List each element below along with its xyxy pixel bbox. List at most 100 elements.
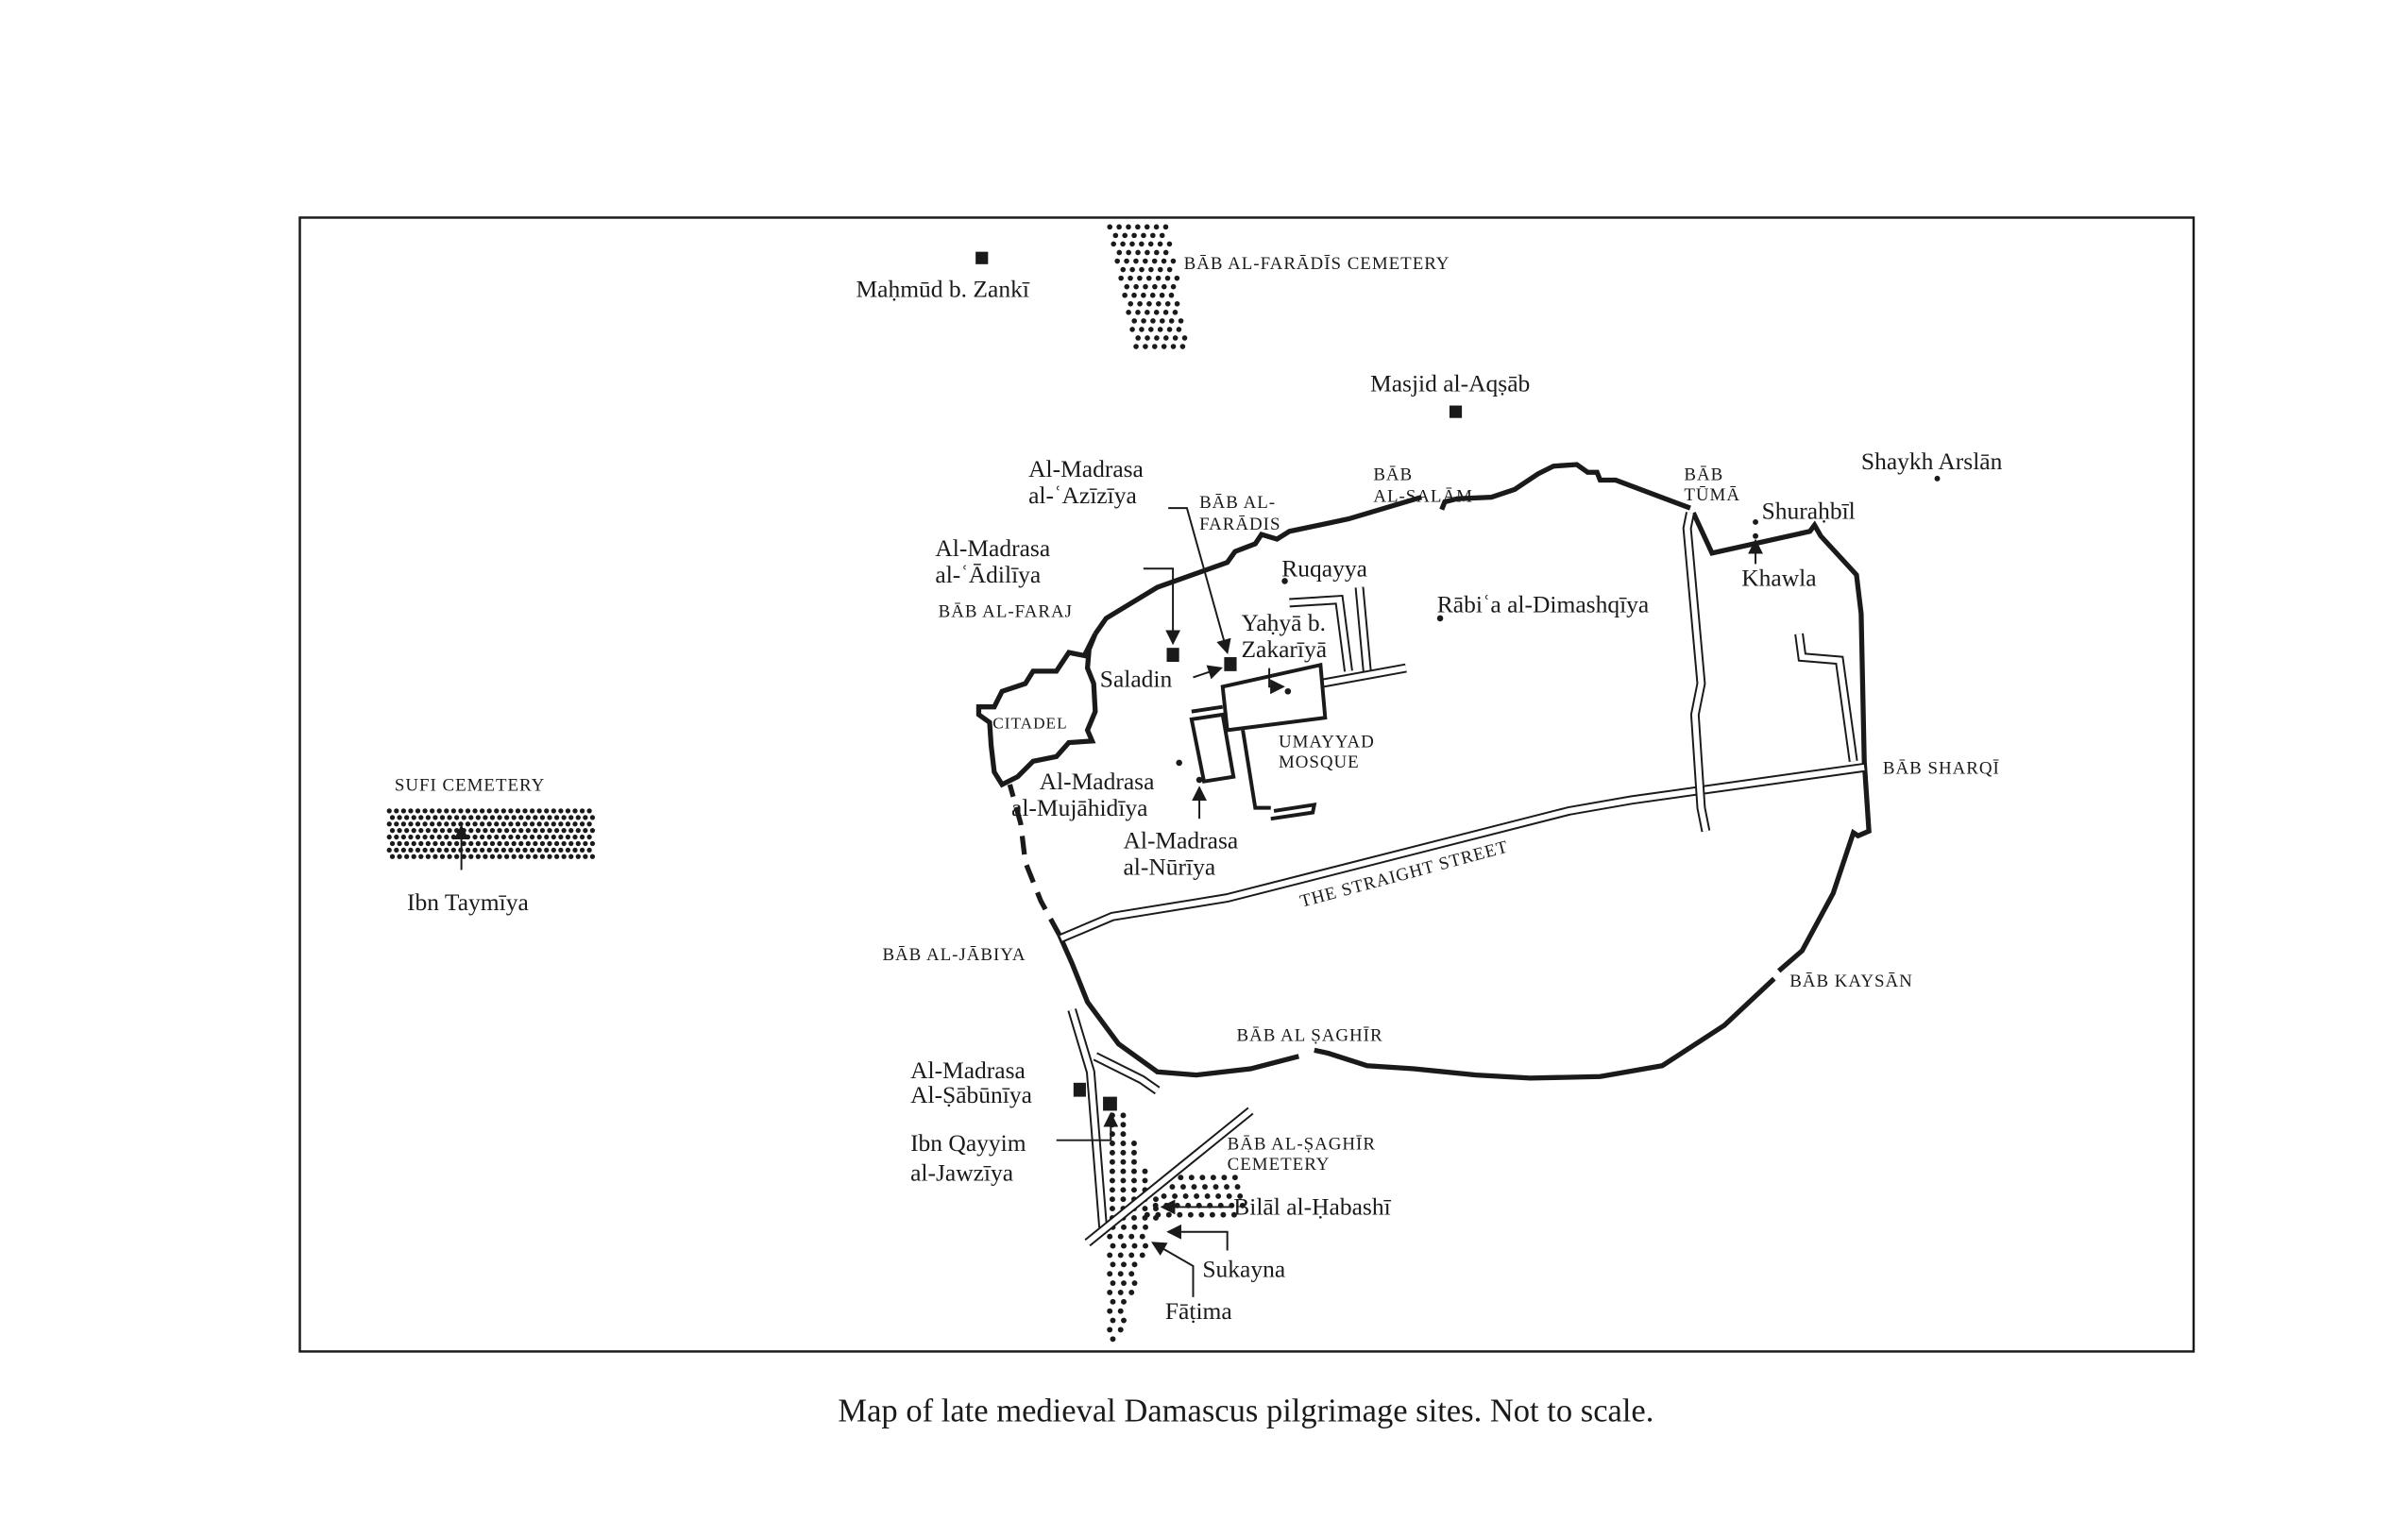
cemetery-dot <box>1139 266 1145 273</box>
cemetery-dot <box>444 834 449 840</box>
cemetery-dot <box>1170 258 1177 264</box>
cemetery-dot <box>1131 1261 1138 1268</box>
marker-adiliya <box>1166 648 1179 662</box>
cemetery-dot <box>558 847 564 854</box>
cemetery-dot <box>1107 1289 1113 1295</box>
cemetery-dot <box>1146 300 1152 307</box>
cemetery-dot <box>551 847 556 854</box>
cemetery-dot <box>1120 266 1127 273</box>
leader-arrows <box>453 507 1763 1297</box>
cemetery-dot <box>1168 318 1175 324</box>
cemetery-dot <box>522 834 528 840</box>
cemetery-dot <box>586 808 592 814</box>
cemetery-dot <box>503 815 510 820</box>
cemetery-dot <box>1120 241 1126 247</box>
cemetery-dot <box>572 834 578 840</box>
cemetery-dot <box>447 854 452 859</box>
cemetery-dot <box>1172 310 1179 315</box>
cemetery-dot <box>486 821 492 827</box>
cemetery-dot <box>1121 1298 1127 1305</box>
cemetery-dot <box>544 847 550 854</box>
label-bab-salam: BĀB <box>1373 465 1413 485</box>
cemetery-dot <box>436 821 442 827</box>
cemetery-dot <box>468 815 474 820</box>
cemetery-dot <box>1107 1327 1113 1333</box>
cemetery-dot <box>489 854 496 859</box>
cemetery-dot <box>500 834 506 840</box>
cemetery-dot <box>468 854 474 859</box>
cemetery-dot <box>1169 1184 1176 1191</box>
label-bab-salam: AL-SALĀM <box>1373 487 1473 507</box>
cemetery-dot <box>1120 1168 1127 1175</box>
label-bab-kaysan: BĀB KAYSĀN <box>1789 972 1913 991</box>
cemetery-dot <box>497 815 502 820</box>
cemetery-dot <box>1141 292 1146 298</box>
cemetery-dot <box>486 808 492 814</box>
label-sufi-cemetery: SUFI CEMETERY <box>395 776 545 796</box>
cemetery-dot <box>461 840 466 847</box>
cemetery-dot <box>425 854 431 859</box>
cemetery-dot <box>1156 300 1162 307</box>
cemetery-dot <box>558 821 564 827</box>
cemetery-dot <box>1112 232 1119 239</box>
cemetery-dot <box>558 808 564 814</box>
cemetery-dot <box>539 854 546 859</box>
cemetery-dot <box>425 815 431 820</box>
cemetery-dot <box>1120 1177 1127 1184</box>
cemetery-dot <box>565 834 571 840</box>
cemetery-dot <box>1198 1211 1205 1218</box>
cemetery-dot <box>1166 327 1173 332</box>
cemetery-dot <box>1124 283 1130 290</box>
cemetery-dot <box>522 808 528 814</box>
site-markers <box>975 251 1941 1111</box>
cemetery-dots <box>386 224 1246 1343</box>
cemetery-dot <box>583 815 588 820</box>
cemetery-dot <box>553 854 560 859</box>
cemetery-dot <box>1139 1233 1145 1240</box>
cemetery-dot <box>1107 224 1113 230</box>
cemetery-dot <box>515 847 521 854</box>
cemetery-dot <box>529 847 535 854</box>
cemetery-dot <box>389 828 396 834</box>
cemetery-dot <box>547 828 552 834</box>
cemetery-dot <box>439 840 446 847</box>
cemetery-dot <box>1202 1184 1208 1191</box>
cemetery-dot <box>561 815 567 820</box>
cemetery-dot <box>1164 275 1171 281</box>
cemetery-dot <box>1128 1233 1135 1240</box>
cemetery-dot <box>508 808 514 814</box>
cemetery-dot <box>394 808 399 814</box>
cemetery-dot <box>1199 1175 1206 1181</box>
cemetery-dot <box>1162 335 1169 341</box>
cemetery-dot <box>1172 335 1179 341</box>
cemetery-dot <box>497 828 502 834</box>
cemetery-dot <box>1128 275 1133 281</box>
cemetery-dot <box>415 834 421 840</box>
cemetery-dot <box>536 834 542 840</box>
cemetery-dot <box>1159 292 1165 298</box>
cemetery-dot <box>425 840 431 847</box>
cemetery-dot <box>1151 258 1158 264</box>
cemetery-dot <box>1120 1187 1127 1193</box>
cemetery-dot <box>430 834 435 840</box>
cemetery-dot <box>511 828 517 834</box>
cemetery-dot <box>568 854 574 859</box>
cemetery-dot <box>450 821 456 827</box>
cemetery-dot <box>572 847 578 854</box>
cemetery-dot <box>586 847 592 854</box>
cemetery-dot <box>453 815 460 820</box>
cemetery-dot <box>536 808 542 814</box>
cemetery-dot <box>1109 1206 1115 1212</box>
cemetery-dot <box>1117 1271 1124 1277</box>
label-aziziya: al-ʿAzīzīya <box>1028 482 1137 509</box>
cemetery-dot <box>529 821 535 827</box>
cemetery-dot <box>533 854 538 859</box>
cemetery-dot <box>1157 241 1163 247</box>
label-bab-jabiya: BĀB AL-JĀBIYA <box>882 945 1026 965</box>
cemetery-dot <box>1161 258 1167 264</box>
cemetery-dot <box>1141 318 1146 324</box>
cemetery-dot <box>1150 318 1156 324</box>
cemetery-dot <box>489 828 496 834</box>
cemetery-dot <box>1117 1233 1124 1240</box>
